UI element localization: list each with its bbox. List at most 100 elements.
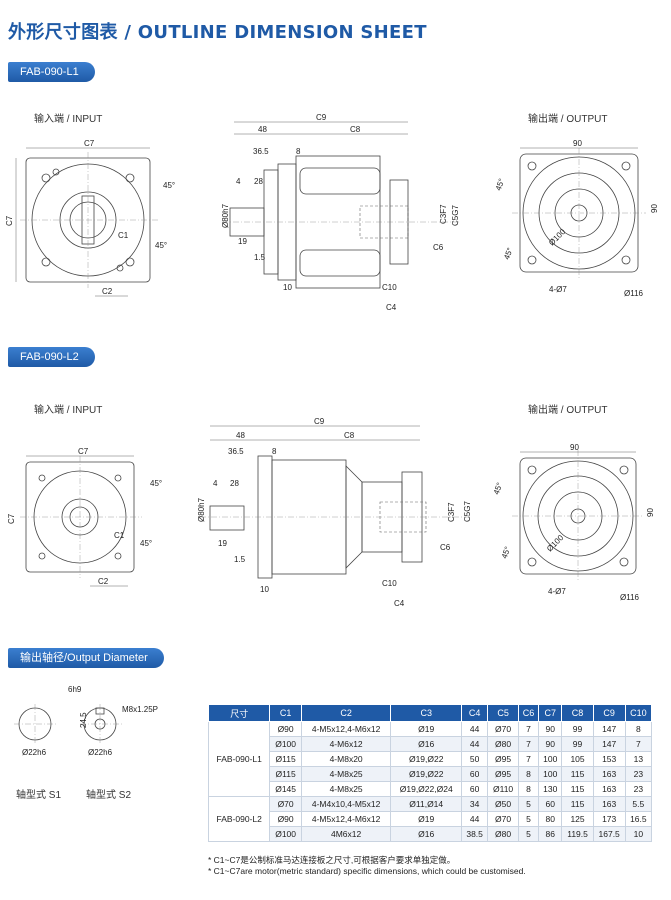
dim-c9: C9: [316, 113, 327, 122]
shaft-s1: Ø22h6: [14, 704, 56, 757]
dim-c7-side-l2: C7: [7, 513, 16, 524]
key-height: 24.5: [79, 712, 88, 728]
dim-45-out-l2-a: 45°: [492, 481, 505, 495]
dim-c3f7: C3F7: [439, 204, 448, 224]
dim-1-5: 1.5: [254, 253, 266, 262]
table-cell: 86: [538, 826, 563, 842]
table-cell: Ø19,Ø22: [390, 751, 462, 767]
table-header-row: 尺寸 C1 C2 C3 C4 C5 C6 C7 C8 C9 C10: [207, 704, 653, 722]
table-cell: 13: [624, 751, 653, 767]
table-cell: 16.5: [624, 811, 653, 827]
dim-90-top-l2: 90: [570, 443, 579, 452]
model-cell: FAB-090-L1: [207, 721, 271, 797]
dim-c2: C2: [102, 287, 113, 296]
page-title: 外形尺寸图表 / OUTLINE DIMENSION SHEET: [8, 22, 427, 43]
dim-100: Ø100: [547, 227, 568, 248]
shaft-s1-label: 轴型式 S1: [16, 790, 62, 801]
dim-c8: C8: [350, 125, 361, 134]
header-cell: C7: [538, 704, 563, 722]
dim-c2-l2: C2: [98, 577, 109, 586]
table-cell: Ø19,Ø22,Ø24: [390, 781, 462, 797]
dim-48-l2: 48: [236, 431, 245, 440]
dim-116-l2: Ø116: [620, 593, 640, 602]
table-cell: 44: [460, 721, 489, 737]
dim-8: 8: [296, 147, 301, 156]
dim-8-l2: 8: [272, 447, 277, 456]
table-cell: Ø16: [390, 826, 462, 842]
dim-c9-l2: C9: [314, 417, 325, 426]
table-cell: Ø90: [269, 811, 302, 827]
table-cell: Ø90: [269, 721, 302, 737]
shaft-drawings: Ø22h6 6h9 24.5 M8x1.25P Ø22h6: [14, 685, 158, 757]
dim-c3f7-l2: C3F7: [447, 502, 456, 522]
input-view-l1: C7 C7 C1 45° 45° C2: [5, 139, 175, 297]
dim-4-l2: 4: [213, 479, 218, 488]
model-cell: FAB-090-L2: [207, 796, 271, 842]
dim-c1-l2: C1: [114, 531, 125, 540]
dim-c7-top-l2: C7: [78, 447, 89, 456]
table-cell: Ø50: [487, 796, 519, 812]
table-cell: 4-M6x12: [300, 736, 392, 752]
table-cell: 105: [561, 751, 594, 767]
dim-10-l2: 10: [260, 585, 269, 594]
table-cell: 163: [592, 796, 626, 812]
dim-c7-side: C7: [5, 215, 14, 226]
table-cell: 163: [592, 766, 626, 782]
dim-19-l2: 19: [218, 539, 227, 548]
note-cn: * C1~C7是公制标准马达连接板之尺寸,可根据客户要求单独定做。: [208, 855, 456, 865]
table-cell: 23: [624, 781, 653, 797]
dim-c8-l2: C8: [344, 431, 355, 440]
table-cell: 44: [460, 736, 489, 752]
table-cell: 80: [538, 811, 563, 827]
output-view-l2: 90 90 Ø100 4-Ø7 Ø116 45° 45°: [492, 443, 655, 602]
side-view-l1: C9 48 C8 36.5 8 4 28 19 1.5 10 C10 C4 Ø8…: [221, 113, 460, 312]
header-cell: C6: [517, 704, 540, 722]
input-label-l1: 输入端 / INPUT: [34, 114, 103, 125]
output-label-l2: 输出端 / OUTPUT: [528, 405, 608, 416]
table-cell: Ø110: [487, 781, 519, 797]
table-cell: Ø100: [269, 826, 302, 842]
table-cell: Ø95: [487, 766, 519, 782]
thread-size: M8x1.25P: [122, 705, 158, 714]
dim-28: 28: [254, 177, 263, 186]
table-cell: 4-M4x10,4-M5x12: [300, 796, 392, 812]
dim-36-5-l2: 36.5: [228, 447, 244, 456]
input-view-l2: C7 C7 C1 45° 45° C2: [7, 447, 162, 587]
dim-45-out-l2-b: 45°: [500, 545, 513, 559]
table-cell: 50: [460, 751, 489, 767]
table-cell: 8: [517, 781, 540, 797]
table-cell: 4-M5x12,4-M6x12: [300, 721, 392, 737]
dim-45-out-a: 45°: [494, 177, 507, 191]
dim-c5g7: C5G7: [451, 205, 460, 226]
table-cell: 100: [538, 751, 563, 767]
dim-1-5-l2: 1.5: [234, 555, 246, 564]
table-cell: 5.5: [624, 796, 653, 812]
table-cell: 8: [517, 766, 540, 782]
table-cell: Ø115: [269, 766, 302, 782]
table-cell: 7: [517, 736, 540, 752]
drawing-l2: C7 C7 C1 45° 45° C2 C9 48 C8 36.5 8 4 28…: [7, 417, 655, 608]
table-cell: Ø16: [390, 736, 462, 752]
note-en: * C1~C7are motor(metric standard) specif…: [208, 866, 526, 876]
table-cell: Ø145: [269, 781, 302, 797]
table-cell: Ø80: [487, 736, 519, 752]
header-cell: C3: [390, 704, 462, 722]
output-diameter-tag: 输出轴径/Output Diameter: [8, 648, 164, 668]
header-cell: C4: [460, 704, 489, 722]
table-cell: 34: [460, 796, 489, 812]
dim-45-l2-a: 45°: [150, 479, 162, 488]
table-cell: 167.5: [592, 826, 626, 842]
key-width: 6h9: [68, 685, 82, 694]
dim-c6: C6: [433, 243, 444, 252]
table-cell: 23: [624, 766, 653, 782]
dim-c10: C10: [382, 283, 397, 292]
table-cell: Ø95: [487, 751, 519, 767]
header-cell: C10: [624, 704, 653, 722]
table-cell: 8: [624, 721, 653, 737]
